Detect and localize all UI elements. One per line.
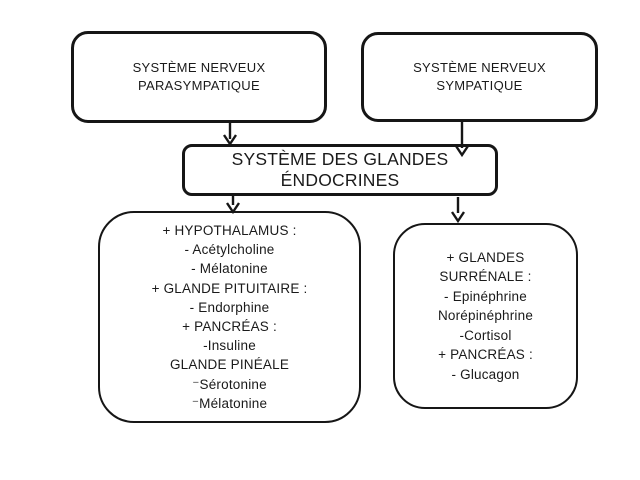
text-line: SYMPATIQUE [436, 78, 523, 93]
node-parasympathetic-nervous-system: SYSTÈME NERVEUX PARASYMPATIQUE [71, 31, 327, 123]
text-line: -Cortisol [459, 327, 512, 343]
node-parasympathetic-glands-detail: + HYPOTHALAMUS : - Acétylcholine - Mélaton… [98, 211, 361, 423]
text-line: ÉNDOCRINES [280, 170, 400, 190]
text-line: ⁻Mélatonine [191, 395, 268, 411]
text-line: SYSTÈME NERVEUX [413, 60, 546, 75]
text-line: SYSTÈME DES GLANDES [231, 149, 449, 169]
text-line: - Acétylcholine [184, 242, 275, 258]
text-line: SURRÉNALE : [439, 269, 532, 285]
text-line: - Mélatonine [191, 261, 268, 277]
text-line: + PANCRÉAS : [438, 347, 533, 363]
text-line: GLANDE PINÉALE [169, 357, 290, 373]
text-line: -Insuline [203, 338, 256, 354]
text-line: PARASYMPATIQUE [138, 78, 260, 93]
text-line: Norépinéphrine [437, 308, 534, 324]
text-line: + PANCRÉAS : [182, 319, 277, 334]
text-line: - Glucagon [451, 366, 520, 382]
text-line: + GLANDES [446, 249, 525, 265]
text-line: - Endorphine [189, 299, 270, 315]
arrow-endocrine-to-left-glands [226, 196, 240, 215]
text-line: + GLANDE PITUITAIRE : [151, 280, 308, 296]
node-sympathetic-nervous-system: SYSTÈME NERVEUX SYMPATIQUE [361, 32, 598, 122]
arrow-endocrine-to-right-glands [451, 197, 465, 224]
text-line: ⁻Sérotonine [192, 376, 267, 392]
text-line: + HYPOTHALAMUS : [162, 222, 297, 238]
text-line: - Epinéphrine [444, 288, 527, 304]
text-line: SYSTÈME NERVEUX [132, 60, 266, 75]
arrow-parasympathetic-to-endocrine [223, 123, 237, 147]
